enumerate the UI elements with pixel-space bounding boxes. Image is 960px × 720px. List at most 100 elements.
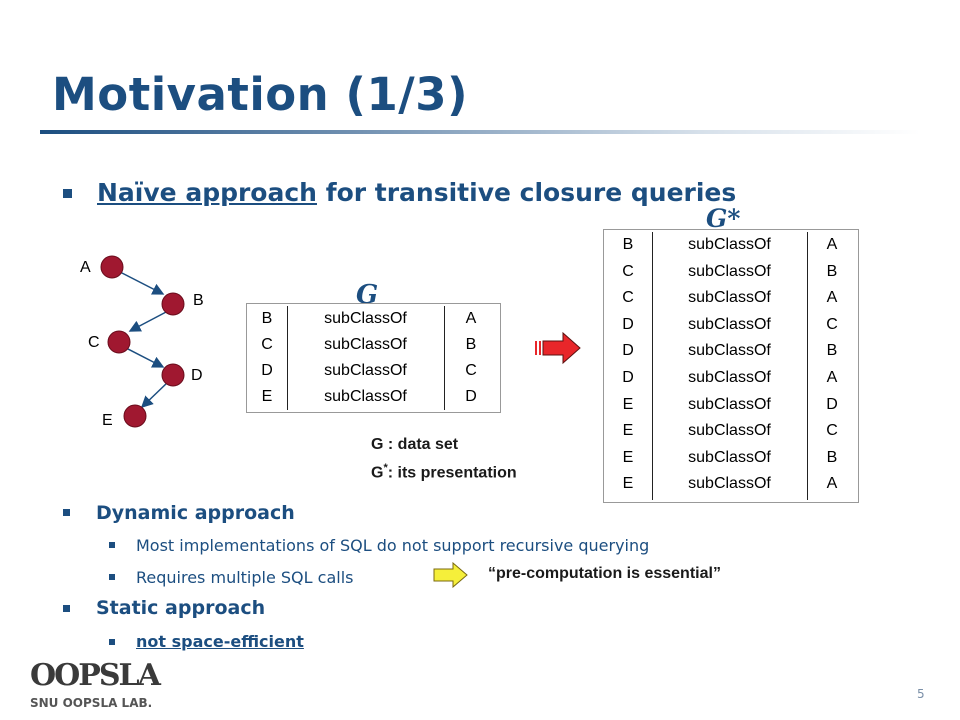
bullet-icon: [63, 189, 72, 198]
subject-cell: D: [261, 362, 273, 379]
sub-bullet-icon: [109, 574, 115, 580]
predicate-cell: subClassOf: [688, 395, 771, 413]
static-item-space: not space-efficient: [136, 632, 304, 651]
oopsla-lab-subtitle: SNU OOPSLA LAB.: [30, 696, 153, 710]
subject-cell: C: [622, 262, 634, 280]
subject-cell: E: [622, 422, 634, 440]
g-table-label: G: [356, 280, 379, 310]
precomputation-note: “pre-computation is essential”: [488, 565, 721, 582]
legend-g: G: [371, 464, 384, 482]
edge-a-b: [119, 271, 165, 295]
graph-node-label-a: A: [80, 259, 91, 276]
edge-c-d: [125, 347, 165, 368]
legend-presentation: G*: its presentation: [371, 462, 517, 482]
predicate-cell: subClassOf: [688, 315, 771, 333]
predicate-cell: subClassOf: [688, 369, 771, 386]
object-cell: D: [826, 395, 838, 413]
object-cell: B: [465, 336, 477, 353]
edge-b-c: [128, 310, 169, 332]
object-cell: B: [826, 448, 838, 466]
legend-data-set: G : data set: [371, 436, 459, 453]
object-cell: A: [826, 475, 838, 493]
graph-node-e: [123, 404, 147, 428]
subject-cell: B: [622, 236, 634, 253]
object-cell: C: [826, 315, 838, 333]
object-cell: D: [465, 388, 477, 405]
sub-bullet-icon: [109, 542, 115, 548]
dynamic-approach-heading: Dynamic approach: [96, 502, 295, 524]
graph-node-d: [161, 363, 185, 387]
red-right-arrow-icon: [535, 331, 581, 365]
predicate-cell: subClassOf: [688, 422, 771, 440]
object-cell: A: [465, 310, 477, 327]
static-approach-heading: Static approach: [96, 597, 266, 619]
graph-node-label-d: D: [191, 367, 203, 384]
predicate-cell: subClassOf: [688, 236, 771, 253]
object-cell: A: [826, 289, 838, 307]
object-cell: B: [826, 342, 838, 360]
gstar-table-divider: [652, 232, 653, 500]
subject-cell: E: [622, 395, 634, 413]
naive-approach-link-text: Naïve approach: [97, 178, 317, 207]
sub-bullet-icon: [109, 639, 115, 645]
predicate-cell: subClassOf: [688, 262, 771, 280]
subject-cell: E: [261, 388, 273, 405]
object-cell: C: [465, 362, 477, 379]
object-cell: A: [826, 236, 838, 253]
subject-cell: E: [622, 448, 634, 466]
class-hierarchy-graph: [100, 255, 185, 428]
predicate-cell: subClassOf: [688, 342, 771, 360]
yellow-right-arrow-icon: [433, 562, 468, 588]
gstar-table-label: G*: [706, 204, 741, 233]
slide-title: Motivation (1/3): [52, 68, 469, 121]
legend-presentation-text: : its presentation: [387, 464, 517, 482]
predicate-cell: subClassOf: [688, 448, 771, 466]
g-table-divider: [287, 306, 288, 410]
subject-cell: B: [261, 310, 273, 327]
dynamic-item-calls: Requires multiple SQL calls: [136, 568, 354, 587]
page-number: 5: [917, 687, 925, 701]
subject-cell: D: [622, 342, 634, 360]
bullet-icon: [63, 509, 70, 516]
predicate-cell: subClassOf: [324, 310, 407, 327]
naive-approach-heading: Naïve approach for transitive closure qu…: [97, 178, 736, 207]
edge-d-e: [140, 381, 169, 409]
title-underline: [40, 130, 920, 134]
object-cell: C: [826, 422, 838, 440]
graph-node-a: [100, 255, 124, 279]
predicate-cell: subClassOf: [688, 289, 771, 307]
legend-star: *: [383, 462, 388, 474]
predicate-cell: subClassOf: [324, 362, 407, 379]
predicate-cell: subClassOf: [324, 336, 407, 353]
graph-node-label-c: C: [88, 334, 100, 351]
graph-node-b: [161, 292, 185, 316]
graph-node-label-e: E: [102, 412, 113, 429]
graph-node-label-b: B: [193, 292, 204, 309]
object-cell: B: [826, 262, 838, 280]
naive-approach-heading-rest: for transitive closure queries: [316, 178, 737, 207]
object-cell: A: [826, 369, 838, 386]
predicate-cell: subClassOf: [688, 475, 771, 493]
graph-node-c: [107, 330, 131, 354]
gstar-table-divider: [807, 232, 808, 500]
subject-cell: C: [622, 289, 634, 307]
subject-cell: D: [622, 315, 634, 333]
subject-cell: D: [622, 369, 634, 386]
dynamic-item-sql: Most implementations of SQL do not suppo…: [136, 536, 650, 555]
subject-cell: C: [261, 336, 273, 353]
g-table-divider: [444, 306, 445, 410]
